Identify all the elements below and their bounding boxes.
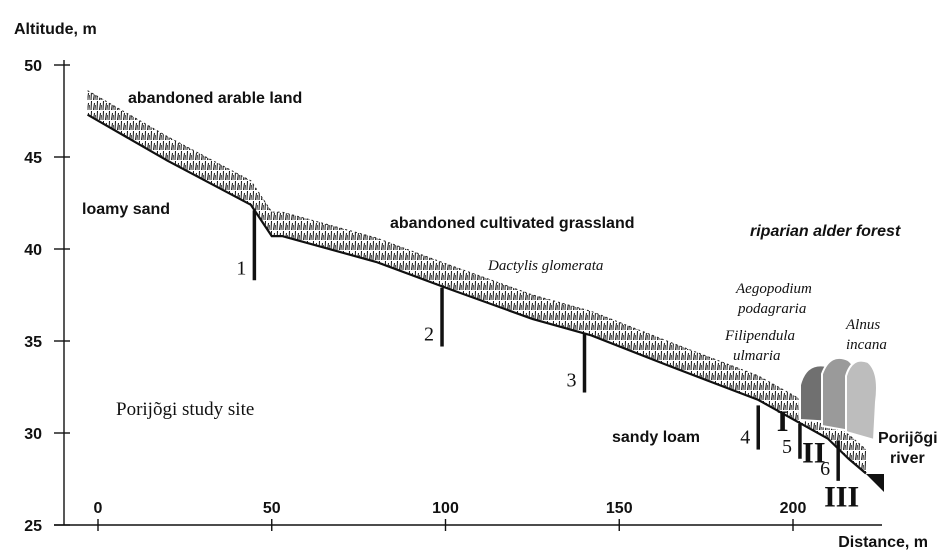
x-tick-label: 200: [780, 500, 807, 517]
label-abandoned-cultivated-grassland: abandoned cultivated grassland: [390, 215, 635, 232]
y-tick-label: 45: [24, 150, 42, 167]
ground-surface-line: [87, 113, 867, 475]
alder-trees: [799, 356, 878, 442]
soil-profile-label: 4: [740, 427, 750, 449]
y-tick-label: 25: [24, 518, 42, 535]
label-alnus-incana: Alnus incana: [845, 317, 887, 353]
zone-label: III: [824, 481, 859, 514]
y-tick-label: 35: [24, 334, 42, 351]
soil-profile-label: 5: [782, 436, 792, 458]
vegetation-band: [87, 90, 866, 474]
x-axis-ticks: 0 50 100 150 200: [94, 500, 807, 531]
soil-profile-label: 2: [424, 324, 434, 346]
zone-label: I: [777, 405, 789, 438]
y-tick-label: 40: [24, 242, 42, 259]
label-porijogi-study-site: Porijõgi study site: [116, 399, 254, 420]
y-axis-title: Altitude, m: [14, 21, 97, 38]
x-tick-label: 0: [94, 500, 103, 517]
soil-profiles: 1 2 3 4 5 6: [236, 210, 840, 481]
label-abandoned-arable-land: abandoned arable land: [128, 90, 302, 107]
soil-profile-label: 3: [567, 370, 577, 392]
soil-profile-label: 6: [820, 458, 830, 480]
label-riparian-alder-forest: riparian alder forest: [750, 223, 901, 240]
terrain-profile: [87, 90, 867, 475]
x-tick-label: 150: [606, 500, 633, 517]
y-tick-label: 30: [24, 426, 42, 443]
x-axis-title: Distance, m: [838, 534, 928, 551]
label-dactylis-glomerata: Dactylis glomerata: [487, 258, 603, 274]
label-loamy-sand: loamy sand: [82, 201, 170, 218]
zone-label: II: [802, 436, 825, 469]
y-tick-label: 50: [24, 58, 42, 75]
river-wedge: [866, 474, 884, 492]
x-tick-label: 50: [263, 500, 281, 517]
soil-profile-label: 1: [236, 257, 246, 279]
label-aegopodium-podagraria: Aegopodium podagraria: [735, 281, 816, 317]
x-tick-label: 100: [432, 500, 459, 517]
label-filipendula-ulmaria: Filipendula ulmaria: [724, 328, 799, 364]
y-axis-ticks: 25 30 35 40 45 50: [24, 58, 70, 535]
label-sandy-loam: sandy loam: [612, 429, 700, 446]
label-porijogi-river: Porijõgi river: [878, 430, 942, 467]
